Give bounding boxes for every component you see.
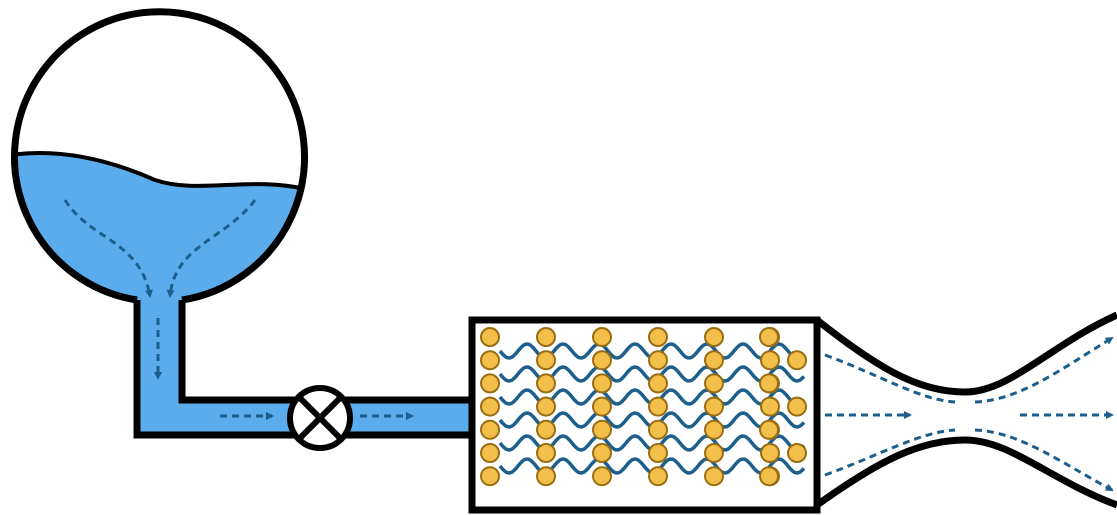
catalyst-pellet: [704, 396, 724, 417]
catalyst-pellet: [480, 396, 500, 417]
catalyst-pellet: [592, 373, 612, 394]
catalyst-pellet: [704, 466, 724, 487]
catalyst-pellet: [536, 327, 556, 347]
catalyst-pellet: [648, 443, 668, 463]
feed-pipe: [133, 300, 472, 439]
catalyst-pellet: [592, 466, 612, 487]
packed-bed: [468, 316, 821, 514]
nozzle-flow-arrows: [824, 336, 1114, 492]
catalyst-pellet: [592, 327, 612, 347]
catalyst-pellet: [480, 373, 500, 394]
catalyst-pellet: [536, 419, 556, 440]
tank-flow-arrows: [63, 199, 257, 298]
nozzle-wall-top: [814, 311, 1117, 396]
catalyst-pellet: [480, 419, 500, 440]
catalyst-pellet: [592, 350, 612, 371]
catalyst-pellet: [648, 373, 668, 394]
catalyst-pellet: [592, 396, 612, 417]
spherical-tank: [11, 8, 308, 309]
flow-arrow: [974, 336, 1114, 404]
catalyst-pellet: [536, 443, 556, 463]
converging-diverging-nozzle: [814, 311, 1117, 509]
flow-arrow: [974, 428, 1114, 492]
pipe-wall-outer: [133, 300, 472, 439]
catalyst-pellet: [759, 373, 779, 394]
flow-arrow: [166, 199, 257, 298]
pipe-wall-inner: [178, 300, 472, 404]
catalyst-pellet: [704, 327, 724, 347]
catalyst-pellet: [648, 419, 668, 440]
catalyst-pellet: [536, 396, 556, 417]
packed-bed-wall: [468, 316, 821, 514]
catalyst-pellet: [759, 466, 779, 487]
catalyst-pellet: [787, 350, 807, 371]
catalyst-pellet: [536, 466, 556, 487]
catalyst-pellet: [648, 327, 668, 347]
catalyst-pellet: [592, 419, 612, 440]
catalyst-pellet: [648, 466, 668, 487]
catalyst-pellet: [787, 443, 807, 463]
valve-cross-line: [296, 394, 344, 442]
flow-arrow: [824, 428, 956, 477]
catalyst-pellet: [480, 466, 500, 487]
tank-wall: [11, 8, 308, 304]
catalyst-pellet: [759, 327, 779, 347]
catalyst-pellet: [704, 373, 724, 394]
valve-icon: [287, 385, 353, 451]
catalyst-pellet: [480, 327, 500, 347]
catalyst-pellet: [760, 396, 780, 417]
catalyst-pellet: [536, 373, 556, 394]
catalyst-pellet: [480, 350, 500, 371]
catalyst-pellet: [760, 350, 780, 371]
nozzle-wall-bottom: [814, 436, 1117, 509]
catalyst-pellet: [704, 350, 724, 371]
catalyst-pellet: [787, 396, 807, 417]
liquid-surface-line: [14, 151, 304, 192]
catalyst-pellet: [648, 350, 668, 371]
catalyst-pellet: [592, 443, 612, 463]
catalyst-pellet: [704, 419, 724, 440]
pipe-flow-arrows: [154, 318, 414, 420]
flow-arrow: [824, 353, 956, 404]
catalyst-pellet: [760, 443, 780, 463]
catalyst-pellet: [536, 350, 556, 371]
catalyst-pellet: [480, 443, 500, 463]
catalyst-pellet: [648, 396, 668, 417]
pellet-layer: [480, 327, 807, 487]
flow-arrow: [63, 199, 153, 298]
catalyst-pellet: [704, 443, 724, 463]
catalyst-pellet: [759, 419, 779, 440]
tank-liquid: [14, 153, 304, 309]
